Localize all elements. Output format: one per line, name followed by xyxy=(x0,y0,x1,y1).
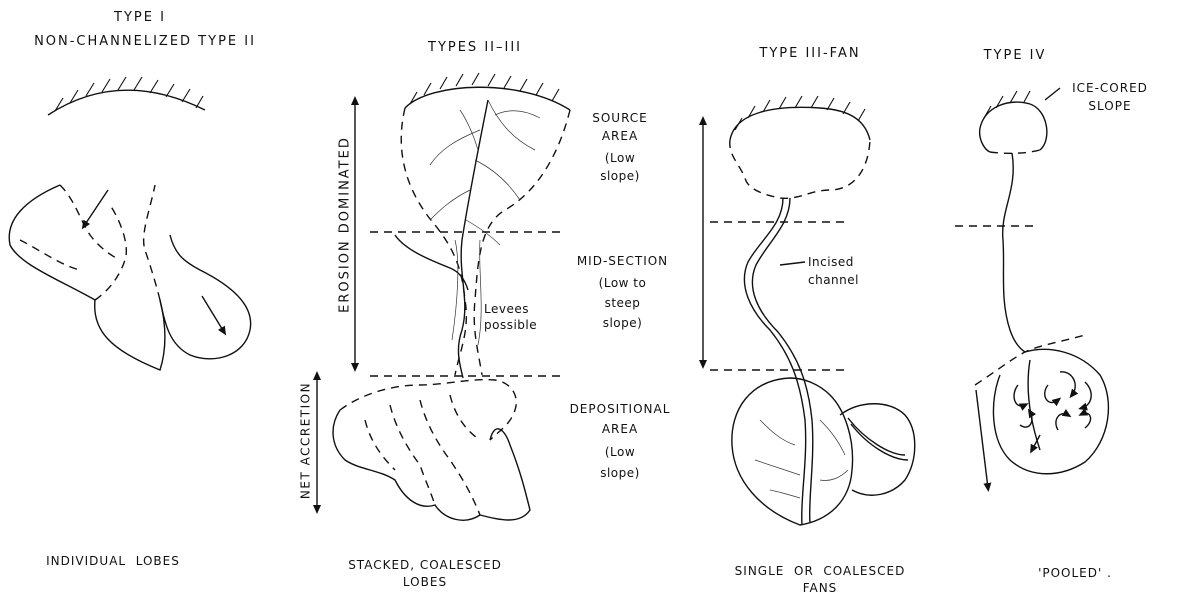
caption-types2-3-line2: LOBES xyxy=(330,574,520,591)
type1-lobes-drawing xyxy=(9,77,250,370)
types2-3-title: TYPES II–III xyxy=(405,39,545,57)
incised-line2: channel xyxy=(808,273,859,288)
erosion-dominated-label: EROSION DOMINATED xyxy=(337,125,354,325)
caption-type3-line1: SINGLE OR COALESCED xyxy=(700,563,940,580)
type3-fan-title: TYPE III-FAN xyxy=(740,45,880,63)
caption-types2-3-line1: STACKED, COALESCED xyxy=(330,557,520,574)
mid-section-line2: (Low to xyxy=(560,275,685,292)
source-area-line4: slope) xyxy=(575,168,665,185)
ice-cored-line1: ICE-CORED xyxy=(1060,80,1160,97)
levees-line2: possible xyxy=(484,318,537,333)
incised-line1: Incised xyxy=(808,255,854,270)
ice-cored-line2: SLOPE xyxy=(1060,98,1160,115)
type2-3-drawing xyxy=(317,73,570,520)
net-accretion-label: NET ACCRETION xyxy=(298,381,315,501)
source-area-line1: SOURCE xyxy=(575,110,665,127)
caption-type1: INDIVIDUAL LOBES xyxy=(18,553,208,570)
mid-section-line3: steep xyxy=(560,295,685,312)
caption-type4: 'POOLED' . xyxy=(1020,565,1130,582)
type1-title-a: TYPE I xyxy=(85,9,195,27)
mid-section-line4: slope) xyxy=(560,315,685,332)
mid-section-line1: MID-SECTION xyxy=(560,253,685,270)
type3-fan-drawing xyxy=(703,96,915,525)
type4-title: TYPE IV xyxy=(970,47,1060,65)
source-area-line2: AREA xyxy=(575,128,665,145)
depositional-line3: (Low xyxy=(550,444,690,461)
type4-drawing xyxy=(975,88,1108,488)
depositional-line1: DEPOSITIONAL xyxy=(550,401,690,418)
caption-type3-line2: FANS xyxy=(700,580,940,597)
depositional-line4: slope) xyxy=(550,465,690,482)
type1-title-b: NON-CHANNELIZED TYPE II xyxy=(0,33,290,51)
depositional-line2: AREA xyxy=(550,421,690,438)
levees-line1: Levees xyxy=(484,302,529,317)
source-area-line3: (Low xyxy=(575,150,665,167)
